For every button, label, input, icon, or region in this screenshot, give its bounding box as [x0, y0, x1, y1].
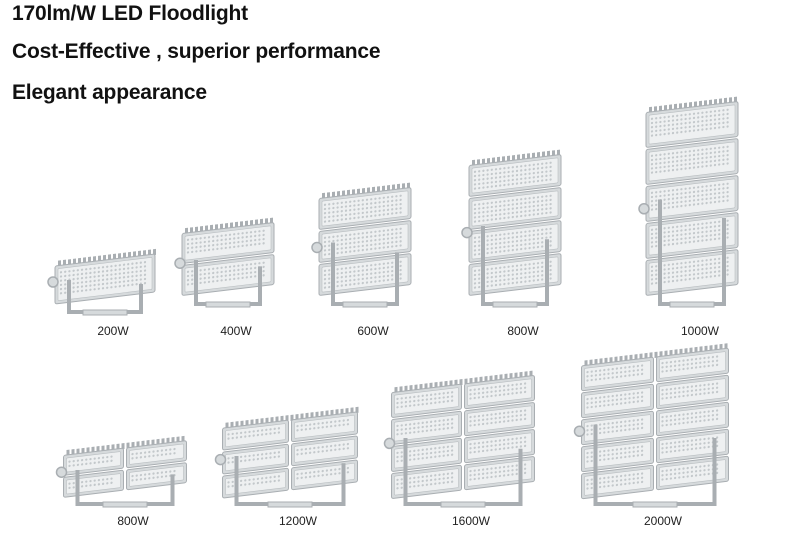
pivot-knob: [47, 276, 59, 288]
pivot-knob: [383, 437, 396, 450]
led-module: [645, 101, 739, 148]
headline-cost-effective: Cost-Effective , superior performance: [12, 40, 381, 63]
led-module: [126, 440, 187, 469]
bracket-base: [205, 301, 251, 308]
wattage-label: 600W: [357, 324, 389, 338]
led-module: [581, 356, 654, 392]
bracket-base: [669, 301, 715, 308]
bracket-base: [342, 301, 388, 308]
wattage-label: 1000W: [681, 324, 720, 338]
led-module: [222, 419, 289, 451]
pivot-knob: [311, 241, 323, 254]
led-module: [645, 249, 739, 296]
led-module: [391, 464, 462, 499]
headline-product-title: 170lm/W LED Floodlight: [12, 2, 248, 25]
wattage-label: 200W: [97, 324, 129, 338]
led-module: [391, 383, 462, 418]
led-module: [645, 175, 739, 222]
heat-sink-fins: [225, 406, 359, 429]
headline-elegant: Elegant appearance: [12, 81, 207, 104]
led-module: [581, 437, 654, 473]
floodlight-3: 600W: [311, 182, 412, 338]
led-module: [291, 411, 358, 443]
led-module: [63, 447, 124, 476]
led-module: [222, 443, 289, 475]
led-module: [581, 464, 654, 500]
led-module: [656, 428, 729, 464]
pivot-knob: [174, 257, 186, 269]
wattage-label: 800W: [507, 324, 539, 338]
pivot-knob: [461, 226, 473, 239]
led-module: [656, 401, 729, 437]
wattage-label: 1600W: [452, 514, 491, 528]
floodlight-6: 800W: [55, 435, 187, 528]
led-module: [581, 383, 654, 419]
led-module: [54, 253, 156, 305]
led-module: [645, 138, 739, 185]
led-module: [656, 347, 729, 383]
led-module: [181, 222, 275, 264]
led-module: [291, 459, 358, 491]
led-module: [464, 456, 535, 491]
led-module: [645, 212, 739, 259]
bracket-base: [102, 501, 148, 508]
led-module: [464, 402, 535, 437]
led-module: [656, 374, 729, 410]
bracket-base: [82, 309, 128, 316]
led-module: [391, 410, 462, 445]
pivot-knob: [55, 466, 68, 478]
floodlight-1: 200W: [47, 248, 156, 338]
floodlight-7: 1200W: [214, 406, 359, 528]
led-module: [181, 254, 275, 296]
floodlight-4: 800W: [461, 149, 562, 338]
pivot-knob: [214, 453, 227, 466]
led-module: [656, 455, 729, 491]
led-module: [464, 429, 535, 464]
led-module: [291, 435, 358, 467]
pivot-knob: [573, 425, 586, 437]
bracket-base: [440, 501, 486, 508]
floodlight-8: 1600W: [383, 370, 535, 528]
floodlight-9: 2000W: [573, 343, 729, 528]
pivot-knob: [638, 203, 650, 215]
floodlight-2: 400W: [174, 217, 275, 338]
wattage-label: 2000W: [644, 514, 683, 528]
wattage-label: 1200W: [279, 514, 318, 528]
floodlight-5: 1000W: [638, 96, 739, 338]
bracket-base: [267, 501, 313, 508]
led-module: [468, 253, 562, 296]
led-module: [391, 437, 462, 472]
wattage-label: 800W: [117, 514, 149, 528]
led-module: [318, 220, 412, 263]
wattage-label: 400W: [220, 324, 252, 338]
led-module: [468, 187, 562, 230]
led-module: [222, 467, 289, 499]
bracket-base: [492, 301, 538, 308]
bracket-base: [632, 501, 678, 508]
led-module: [318, 187, 412, 230]
led-module: [468, 220, 562, 263]
led-module: [468, 154, 562, 197]
led-module: [464, 375, 535, 410]
